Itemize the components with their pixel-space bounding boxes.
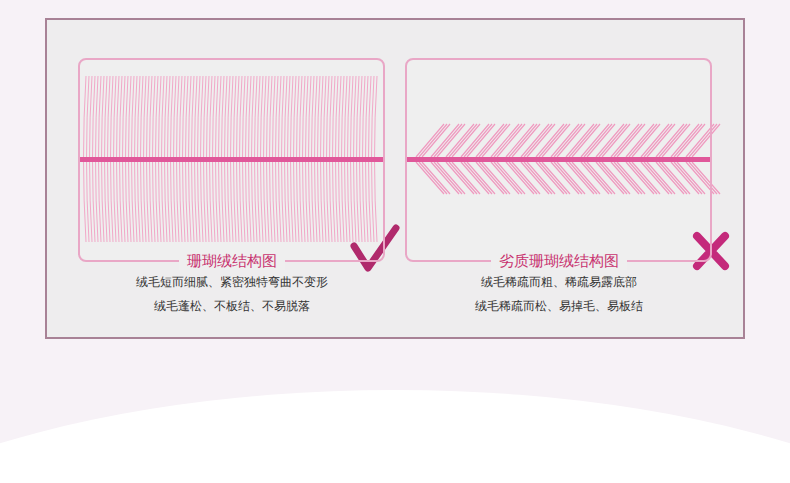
structure-panel: 劣质珊瑚绒结构图绒毛稀疏而粗、稀疏易露底部绒毛稀疏而松、易掉毛、易板结	[405, 58, 712, 262]
panel-heading: 劣质珊瑚绒结构图	[407, 251, 710, 271]
panel-description: 绒毛稀疏而松、易掉毛、易板结	[387, 298, 730, 315]
structure-panel: 珊瑚绒结构图绒毛短而细腻、紧密独特弯曲不变形绒毛蓬松、不板结、不易脱落	[78, 58, 385, 262]
panel-fill	[407, 60, 710, 260]
panel-description: 绒毛稀疏而粗、稀疏易露底部	[387, 274, 730, 291]
panel-heading: 珊瑚绒结构图	[80, 251, 383, 271]
base-bar	[80, 157, 383, 162]
panel-description: 绒毛蓬松、不板结、不易脱落	[60, 298, 403, 315]
base-bar	[407, 157, 711, 162]
check-mark	[354, 228, 396, 268]
outer-frame	[46, 19, 744, 338]
heading-text: 劣质珊瑚绒结构图	[491, 252, 627, 270]
panel-fill	[80, 60, 383, 260]
panel-description: 绒毛短而细腻、紧密独特弯曲不变形	[60, 274, 403, 291]
heading-text: 珊瑚绒结构图	[179, 252, 285, 270]
ground-arc	[0, 390, 790, 483]
